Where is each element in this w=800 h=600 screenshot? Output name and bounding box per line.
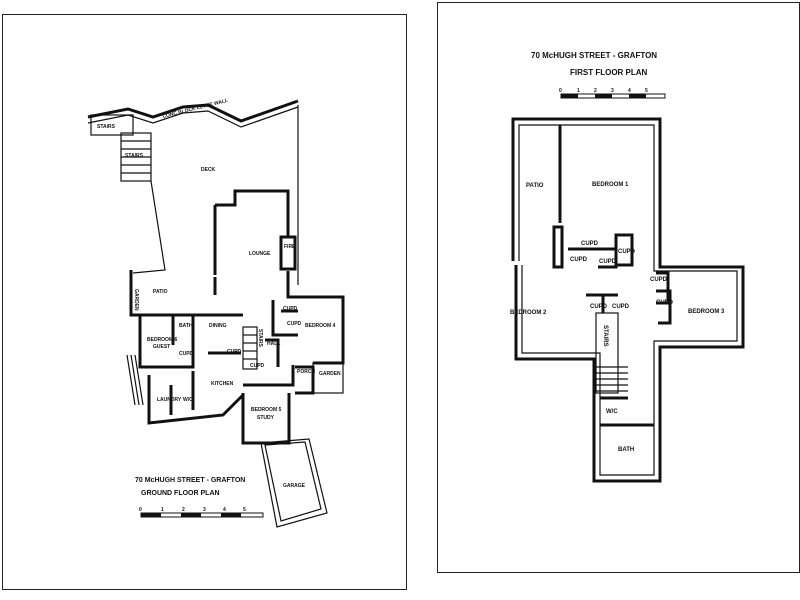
ground-scale-bar	[140, 512, 264, 518]
label-dining: DINING	[209, 323, 227, 329]
label-porch: PORCH	[297, 369, 315, 375]
first-floor-plan: 70 McHUGH STREET - GRAFTON FIRST FLOOR P…	[510, 51, 745, 483]
label-first-cupd-3: CUPD	[570, 257, 588, 263]
label-first-cupd-8: CUPD	[612, 304, 630, 310]
first-scale-tick-5: 5	[645, 88, 648, 94]
label-patio: PATIO	[153, 289, 168, 295]
label-lounge: LOUNGE	[249, 251, 271, 257]
deck-outline	[132, 180, 166, 274]
interior-stairs	[242, 326, 258, 370]
label-bath: BATH	[179, 323, 193, 329]
ground-title-line2: GROUND FLOOR PLAN	[141, 490, 220, 497]
label-bedroom6: BEDROOM 6	[147, 337, 178, 343]
label-first-stairs: STAIRS	[602, 325, 608, 347]
label-first-bath: BATH	[618, 447, 634, 453]
label-deck: DECK	[201, 167, 216, 173]
garden-right	[312, 362, 344, 394]
first-title-line2: FIRST FLOOR PLAN	[570, 68, 648, 77]
label-bedroom4: BEDROOM 4	[305, 323, 336, 329]
label-first-patio: PATIO	[526, 183, 544, 189]
ground-scale-tick-0: 0	[139, 507, 142, 513]
ground-scale-tick-1: 1	[161, 507, 164, 513]
levee-wall	[87, 99, 299, 123]
label-stairs-top: STAIRS	[97, 124, 116, 130]
guest-walls	[138, 315, 195, 369]
label-first-cupd-5: CUPD	[650, 277, 668, 283]
ground-scale-tick-3: 3	[203, 507, 206, 513]
first-stairs	[595, 312, 619, 394]
label-guest: GUEST	[153, 344, 170, 350]
label-garden-right: GARDEN	[319, 371, 341, 377]
label-first-cupd-1: CUPD	[581, 241, 599, 247]
label-fire: FIRE	[284, 244, 296, 250]
label-bedroom2: BEDROOM 2	[510, 310, 547, 316]
first-scale-bar	[560, 93, 666, 99]
fireplace	[279, 235, 297, 271]
ground-scale-tick-2: 2	[182, 507, 185, 513]
label-cupd-guest: CUPD	[179, 351, 194, 357]
label-first-wc: W/C	[606, 409, 618, 415]
label-first-cupd-2: CUPD	[618, 249, 636, 255]
label-hall: HALL	[267, 341, 280, 347]
exterior-stairs-top	[90, 114, 134, 136]
label-garden-left: GARDEN	[133, 289, 139, 311]
label-first-cupd-4: CUPD	[599, 259, 617, 265]
ground-title-line1: 70 McHUGH STREET - GRAFTON	[135, 477, 245, 484]
label-stairs-int: STAIRS	[257, 329, 263, 348]
first-floor-outer-walls	[511, 117, 745, 483]
first-scale-tick-1: 1	[577, 88, 580, 94]
label-first-cupd-6: CUPD	[656, 300, 674, 306]
ground-scale-tick-4: 4	[223, 507, 226, 513]
garage-outline	[260, 438, 328, 528]
label-cupd-a: CUPD	[283, 306, 298, 312]
cupd-block-2	[614, 233, 634, 267]
first-floor-sheet: 70 McHUGH STREET - GRAFTON FIRST FLOOR P…	[437, 2, 800, 573]
label-bedroom1: BEDROOM 1	[592, 182, 629, 188]
label-cupd-dining: CUPD	[227, 349, 242, 355]
ground-floor-plan: 0 1 2 3 4 5 STAIRS STAIRS CONC BLOCK LEV…	[87, 98, 345, 528]
first-scale-tick-3: 3	[611, 88, 614, 94]
label-laundry: LAUNDRY	[157, 397, 182, 403]
first-scale-tick-0: 0	[559, 88, 562, 94]
label-bedroom5: BEDROOM 5	[251, 407, 282, 413]
cupd-block-1	[552, 225, 564, 269]
label-cupd-b: CUPD	[287, 321, 302, 327]
label-first-cupd-7: CUPD	[590, 304, 608, 310]
label-garage: GARAGE	[283, 483, 306, 489]
label-study: STUDY	[257, 415, 275, 421]
label-wc: W/C	[183, 397, 193, 403]
ground-scale-tick-5: 5	[243, 507, 246, 513]
first-scale-tick-4: 4	[628, 88, 631, 94]
label-bedroom3: BEDROOM 3	[688, 309, 725, 315]
first-title-line1: 70 McHUGH STREET - GRAFTON	[531, 51, 657, 60]
label-kitchen: KITCHEN	[211, 381, 234, 387]
first-scale-tick-2: 2	[594, 88, 597, 94]
label-stairs-ext: STAIRS	[125, 153, 144, 159]
label-cupd-stairs: CUPD	[250, 363, 265, 369]
ground-floor-sheet: 0 1 2 3 4 5 STAIRS STAIRS CONC BLOCK LEV…	[2, 14, 407, 590]
laundry-walls	[147, 375, 245, 425]
